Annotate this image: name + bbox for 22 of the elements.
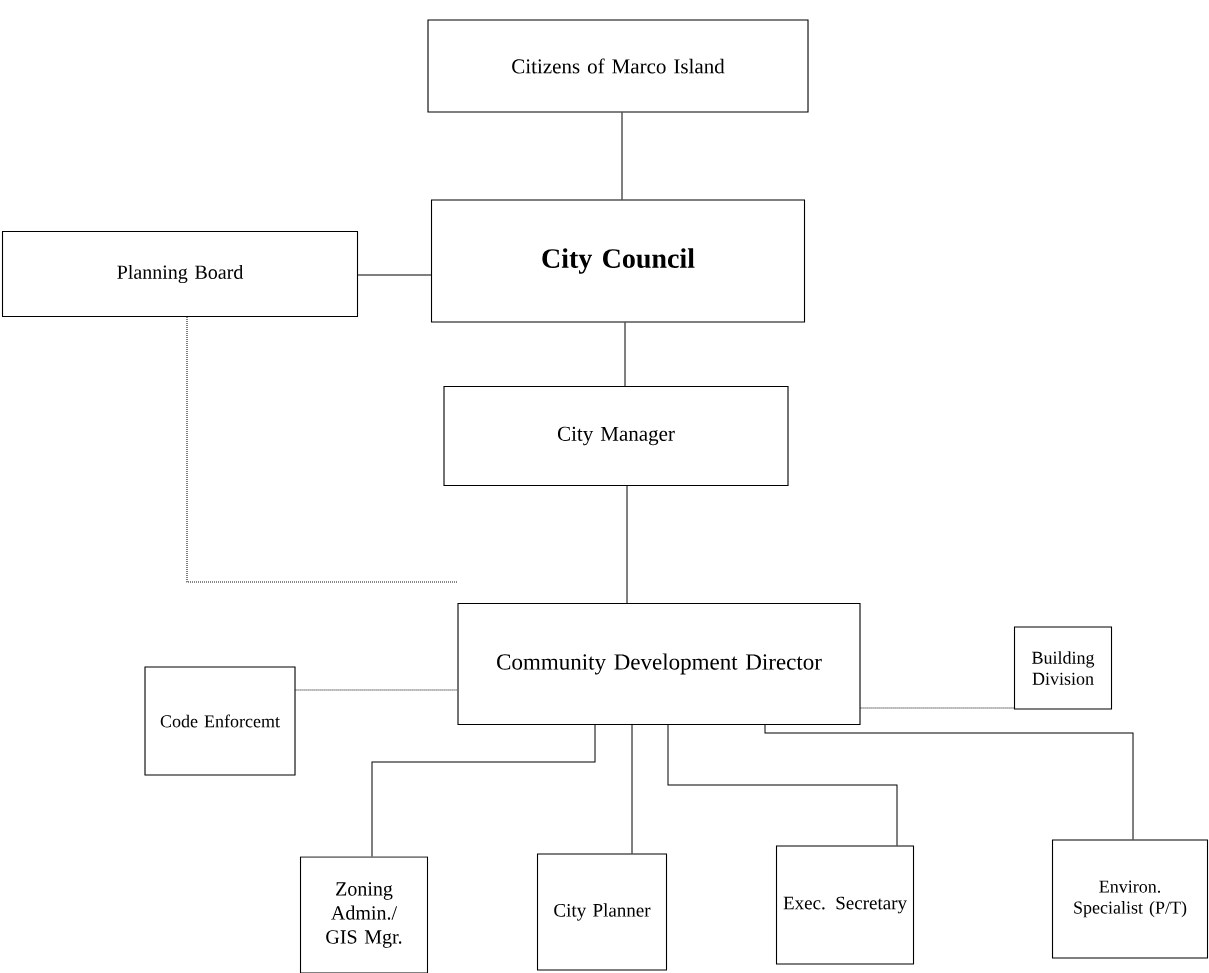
connector-line (295, 689, 458, 691)
org-box: Planning Board (1, 230, 359, 318)
connector-line (626, 485, 628, 604)
org-box: City Manager (443, 385, 789, 487)
connector-line (860, 707, 1015, 709)
org-box: City Council (430, 199, 806, 323)
org-box: Zoning Admin./ GIS Mgr. (299, 856, 429, 973)
connector-line (621, 112, 623, 200)
connector-line (357, 274, 432, 276)
org-box: City Planner (536, 853, 668, 971)
org-box: Community Development Director (457, 602, 861, 726)
connector-line (631, 724, 633, 854)
connector-line (764, 724, 1134, 840)
org-box: Citizens of Marco Island (427, 19, 809, 113)
org-box: Exec. Secretary (775, 845, 915, 965)
connector-line (624, 322, 626, 387)
org-box: Building Division (1013, 626, 1113, 710)
org-box: Code Enforcemt (144, 666, 296, 776)
connector-line (186, 316, 458, 583)
connector-line (667, 724, 898, 846)
connector-line (371, 724, 596, 857)
org-box: Environ. Specialist (P/T) (1051, 839, 1209, 959)
